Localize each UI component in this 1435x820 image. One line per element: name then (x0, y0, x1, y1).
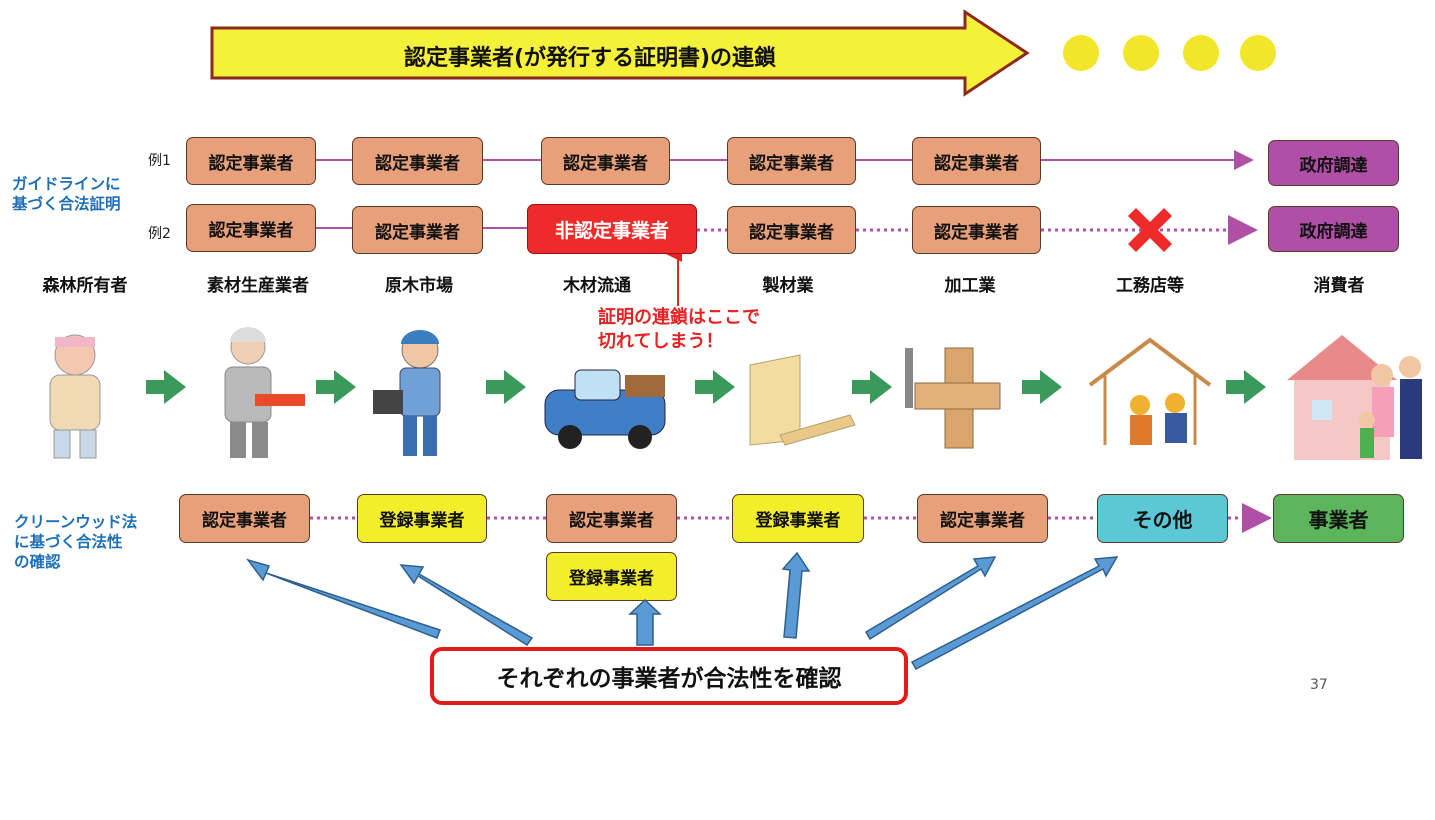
example1-box: 認定事業者 (912, 137, 1041, 185)
confirm-legality-box: それぞれの事業者が合法性を確認 (430, 647, 908, 705)
stage-label: 工務店等 (1116, 276, 1184, 296)
market-worker-illustration (373, 330, 441, 456)
stage-label: 原木市場 (385, 276, 453, 296)
example1-box: 認定事業者 (352, 137, 483, 185)
example2-label: 例2 (148, 226, 171, 242)
example2-box: 認定事業者 (727, 206, 856, 254)
truck-illustration (544, 369, 666, 449)
ellipsis-dot (1123, 35, 1159, 71)
cleanwood-label: クリーンウッド法 に基づく合法性 の確認 (14, 513, 138, 571)
cleanwood-extra-box: 登録事業者 (546, 552, 677, 601)
stage-label: 製材業 (762, 276, 814, 296)
cleanwood-box: 認定事業者 (179, 494, 310, 543)
ellipsis-dot (1183, 35, 1219, 71)
cleanwood-other-box: その他 (1097, 494, 1228, 543)
non-certified-box: 非認定事業者 (527, 204, 697, 254)
example2-box: 認定事業者 (352, 206, 483, 254)
cleanwood-box: 認定事業者 (917, 494, 1048, 543)
example1-label: 例1 (148, 153, 171, 169)
forest-owner-illustration (49, 334, 101, 459)
lumber-illustration (749, 354, 856, 446)
logger-illustration (224, 327, 305, 458)
example1-box: 認定事業者 (727, 137, 856, 185)
carpenters-illustration (1088, 337, 1212, 445)
stage-label: 木材流通 (563, 276, 631, 296)
slide-title: 認定事業者(が発行する証明書)の連鎖 (403, 46, 777, 71)
example2-box: 認定事業者 (186, 204, 316, 252)
stage-label: 消費者 (1313, 276, 1365, 296)
guideline-label: ガイドラインに 基づく合法証明 (12, 175, 121, 213)
example1-box: 認定事業者 (541, 137, 670, 185)
stage-label: 素材生産業者 (207, 276, 309, 296)
ellipsis-dot (1063, 35, 1099, 71)
example2-government-box: 政府調達 (1268, 206, 1399, 252)
cleanwood-box: 認定事業者 (546, 494, 677, 543)
cleanwood-business-box: 事業者 (1273, 494, 1404, 543)
example1-government-box: 政府調達 (1268, 140, 1399, 186)
chain-broken-warning: 証明の連鎖はここで 切れてしまう！ (598, 307, 760, 352)
example1-box: 認定事業者 (186, 137, 316, 185)
stage-label: 森林所有者 (42, 276, 128, 296)
example2-box: 認定事業者 (912, 206, 1041, 254)
joinery-illustration (905, 347, 1001, 449)
page-number: 37 (1310, 677, 1328, 693)
broken-chain-x-icon (1128, 208, 1172, 252)
cleanwood-box: 登録事業者 (732, 494, 864, 543)
stage-label: 加工業 (944, 276, 996, 296)
family-house-illustration (1287, 335, 1422, 460)
cleanwood-box: 登録事業者 (357, 494, 487, 543)
ellipsis-dot (1240, 35, 1276, 71)
